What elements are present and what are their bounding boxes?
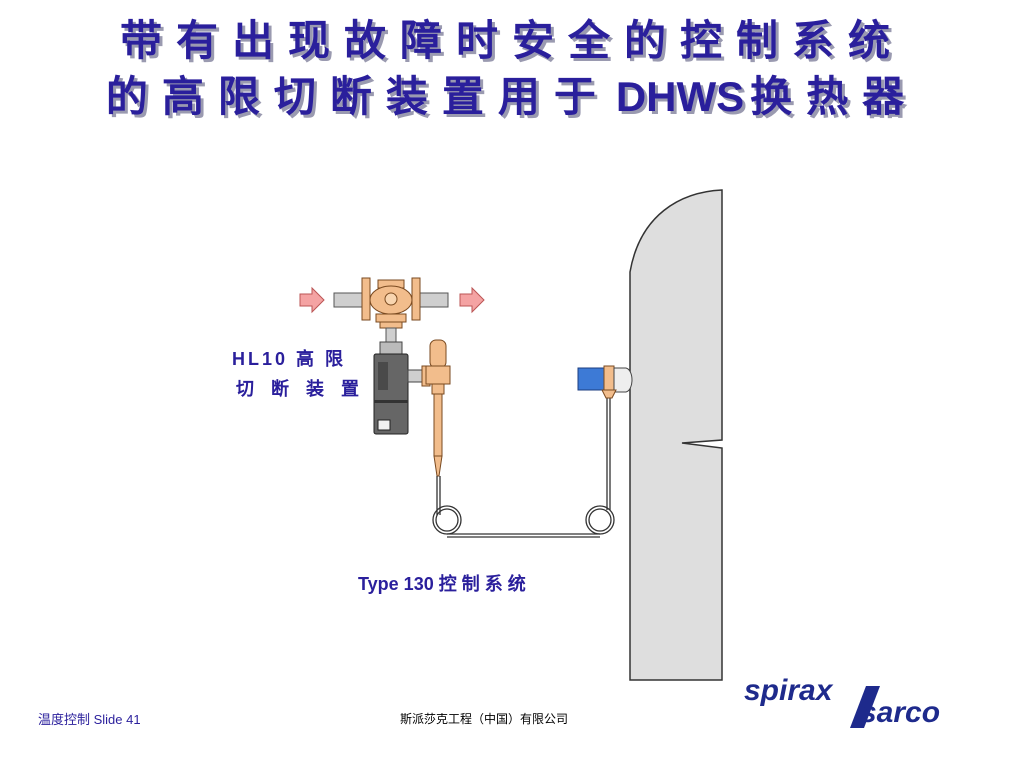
temperature-sensor <box>577 365 633 399</box>
logo-sarco: sarco <box>860 696 940 729</box>
hl10-actuator <box>373 353 431 435</box>
footer-company: 斯派莎克工程（中国）有限公司 <box>400 712 569 726</box>
outlet-flange <box>411 277 421 321</box>
capillary-tube <box>432 394 615 538</box>
hl10-label-line-1: HL10 高 限 <box>232 349 347 369</box>
type130-label: Type 130 控 制 系 统 <box>358 574 526 594</box>
spirax-sarco-logo: spirax sarco <box>744 674 940 729</box>
inlet-pipe <box>333 292 367 308</box>
title-line-2-suffix: 换热器 <box>750 72 919 121</box>
outlet-pipe <box>415 292 449 308</box>
flow-in-arrow <box>299 286 325 314</box>
logo-spirax: spirax <box>744 674 834 707</box>
inlet-flange <box>361 277 371 321</box>
hl10-valve <box>369 279 413 355</box>
title-line-2-dhws: DHWS <box>615 73 745 120</box>
logo-slash-icon <box>850 686 880 728</box>
footer-slide-number: 温度控制 Slide 41 <box>38 712 141 727</box>
hl10-label-line-2: 切 断 装 置 <box>236 379 366 399</box>
flow-out-arrow <box>459 286 485 314</box>
heat-exchanger-vessel <box>629 189 723 681</box>
title-line-2-prefix: 的高限切断装置用于 <box>105 72 610 121</box>
type130-controller <box>425 339 451 477</box>
slide-title-line-1: 带有出现故障时安全的控制系统 <box>119 16 904 65</box>
